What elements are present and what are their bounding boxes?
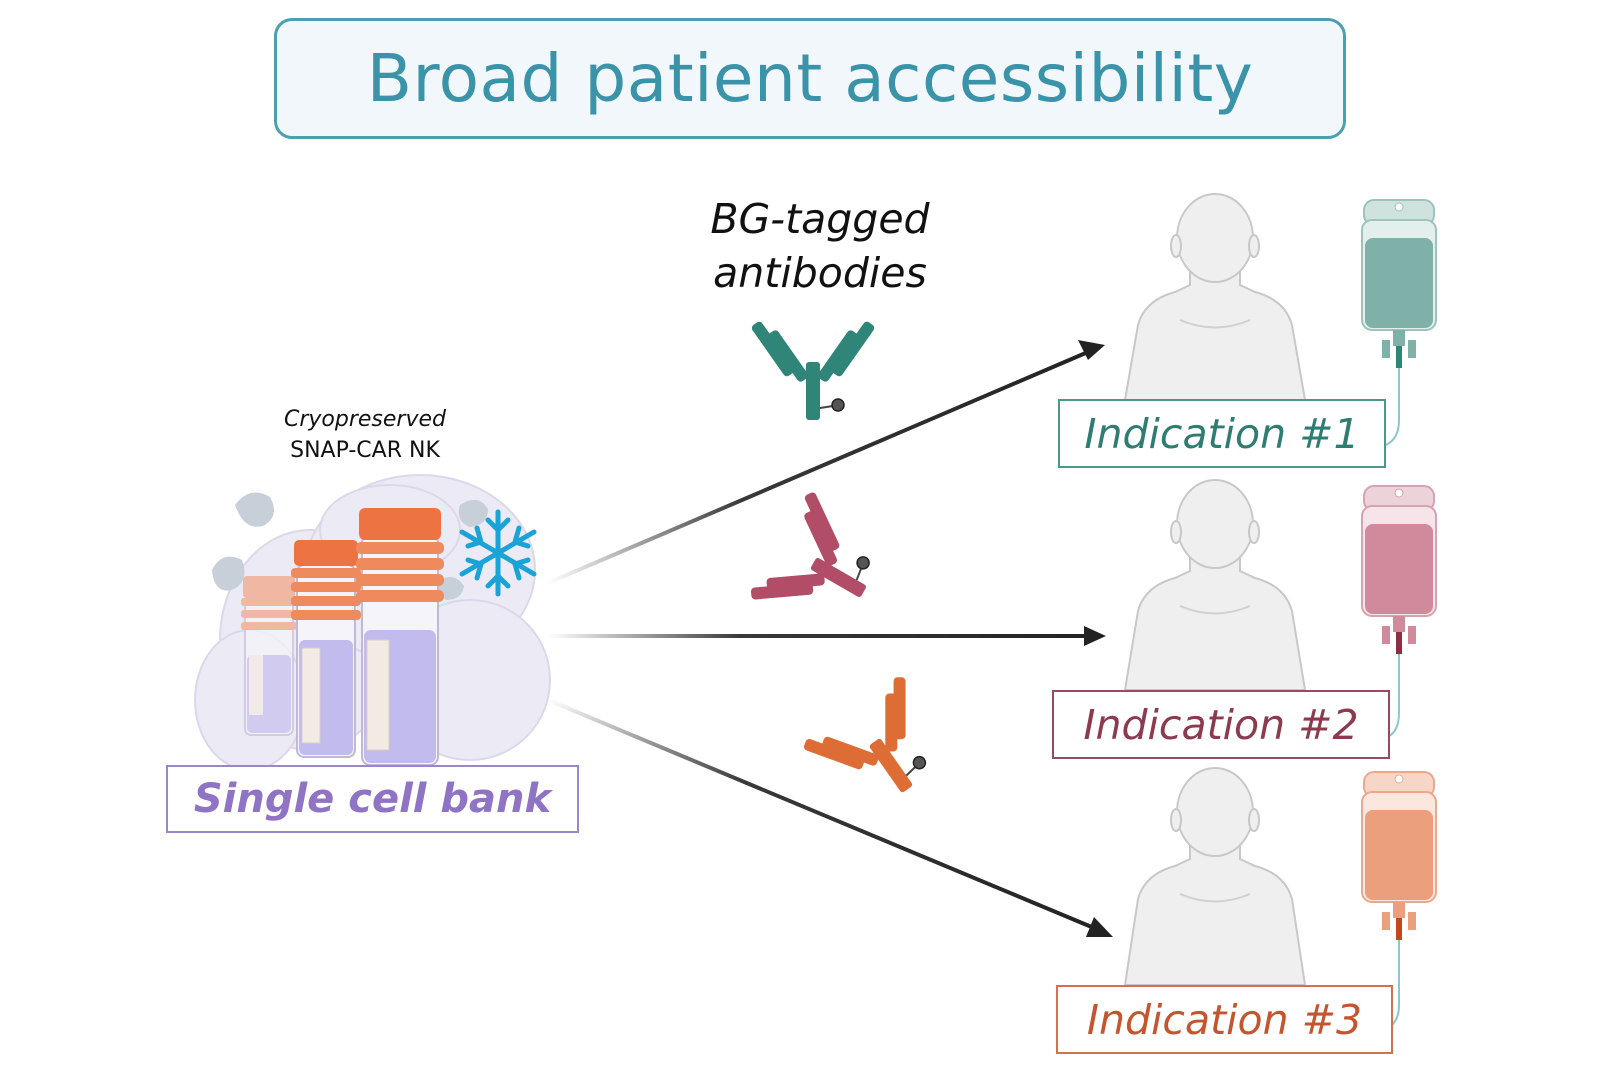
vial-medium [291, 540, 361, 758]
antibody-icon-3 [803, 677, 927, 793]
indication-3-label: Indication #3 [1086, 995, 1363, 1044]
cell-bank-caption-line2: SNAP-CAR NK [290, 438, 440, 463]
antibody-icon-1 [751, 321, 875, 420]
cell-bank-label-box: Single cell bank [166, 765, 579, 833]
vial-small [241, 576, 297, 736]
cell-bank-caption: Cryopreserved SNAP-CAR NK [220, 404, 510, 466]
arrow-to-indication-3 [547, 698, 1113, 937]
arrow-to-indication-1 [547, 340, 1105, 585]
cell-bank-caption-line1: Cryopreserved [284, 407, 446, 432]
iv-bag-3 [1319, 771, 1437, 1034]
patient-3 [1123, 767, 1307, 986]
nk-cell-receptors [212, 492, 488, 600]
indication-2-label: Indication #2 [1083, 700, 1359, 749]
indication-3-box: Indication #3 [1056, 985, 1393, 1054]
antibody-icon-2 [751, 492, 870, 600]
iv-bag-1 [1319, 199, 1437, 450]
cell-bank-label: Single cell bank [193, 776, 552, 822]
antibody-label-line1: BG-tagged [710, 195, 930, 243]
snowflake-icon [459, 509, 537, 597]
iv-bag-2 [1361, 485, 1437, 739]
patient-2 [1123, 479, 1307, 691]
vial-large [356, 508, 444, 766]
page-title: Broad patient accessibility [366, 40, 1254, 117]
title-banner: Broad patient accessibility [274, 18, 1346, 139]
indication-1-box: Indication #1 [1058, 399, 1386, 468]
antibody-label: BG-tagged antibodies [620, 192, 1020, 300]
arrow-to-indication-2 [548, 626, 1106, 646]
cell-bank-illustration [194, 474, 551, 771]
antibody-label-line2: antibodies [713, 249, 927, 297]
indication-2-box: Indication #2 [1052, 690, 1390, 759]
patient-1 [1123, 193, 1307, 401]
arrows [547, 340, 1113, 937]
indication-1-label: Indication #1 [1084, 409, 1360, 458]
